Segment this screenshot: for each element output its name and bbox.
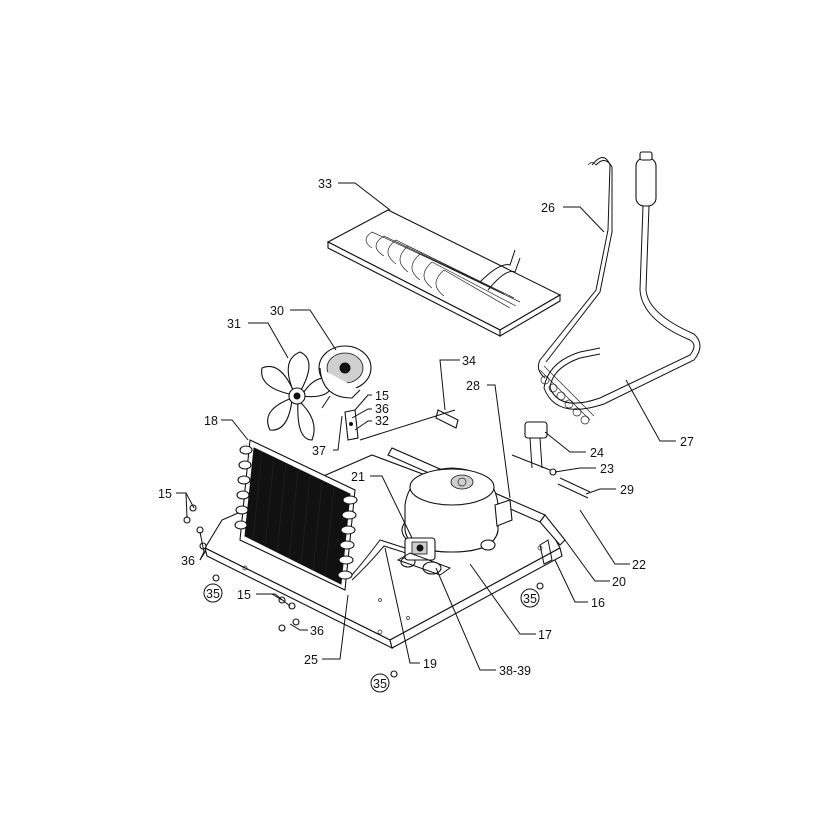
fan-motor	[318, 345, 372, 409]
callout-35-left: 35	[206, 587, 220, 601]
tube-29	[557, 477, 591, 499]
valve-24	[511, 421, 551, 471]
callout-37: 37	[312, 444, 326, 458]
callout-15-motor: 15	[375, 389, 389, 403]
callout-22: 22	[632, 558, 646, 572]
motor-bracket	[344, 409, 359, 441]
callout-30: 30	[270, 304, 284, 318]
callout-18: 18	[204, 414, 218, 428]
callout-26: 26	[541, 201, 555, 215]
callout-34: 34	[462, 354, 476, 368]
callout-32: 32	[375, 414, 389, 428]
callout-27: 27	[680, 435, 694, 449]
callout-35-right: 35	[523, 592, 537, 606]
evaporator-tray	[326, 209, 562, 337]
callout-15-bottom: 15	[237, 588, 251, 602]
callout-29: 29	[620, 483, 634, 497]
leader-lines	[176, 182, 676, 671]
callout-15-left: 15	[158, 487, 172, 501]
callout-17: 17	[538, 628, 552, 642]
suction-line-drier	[543, 151, 701, 410]
callout-36-left: 36	[181, 554, 195, 568]
condenser	[234, 439, 407, 591]
capillary-tube	[537, 157, 613, 425]
callout-20: 20	[612, 575, 626, 589]
callout-25: 25	[304, 653, 318, 667]
callout-35-bottom: 35	[373, 677, 387, 691]
bolts	[183, 504, 544, 678]
callout-38-39: 38-39	[499, 664, 531, 678]
callout-16: 16	[591, 596, 605, 610]
callout-24: 24	[590, 446, 604, 460]
callout-33: 33	[318, 177, 332, 191]
callout-labels: 33 26 31 30 34 28 15 36 32 37 18 24 27 2…	[158, 177, 694, 693]
callout-31: 31	[227, 317, 241, 331]
callout-36-motor: 36	[375, 402, 389, 416]
start-relay	[396, 537, 452, 576]
tube-bracket-34	[359, 409, 459, 441]
callout-23: 23	[600, 462, 614, 476]
callout-21: 21	[351, 470, 365, 484]
callout-36-bottom: 36	[310, 624, 324, 638]
callout-19: 19	[423, 657, 437, 671]
callout-28: 28	[466, 379, 480, 393]
